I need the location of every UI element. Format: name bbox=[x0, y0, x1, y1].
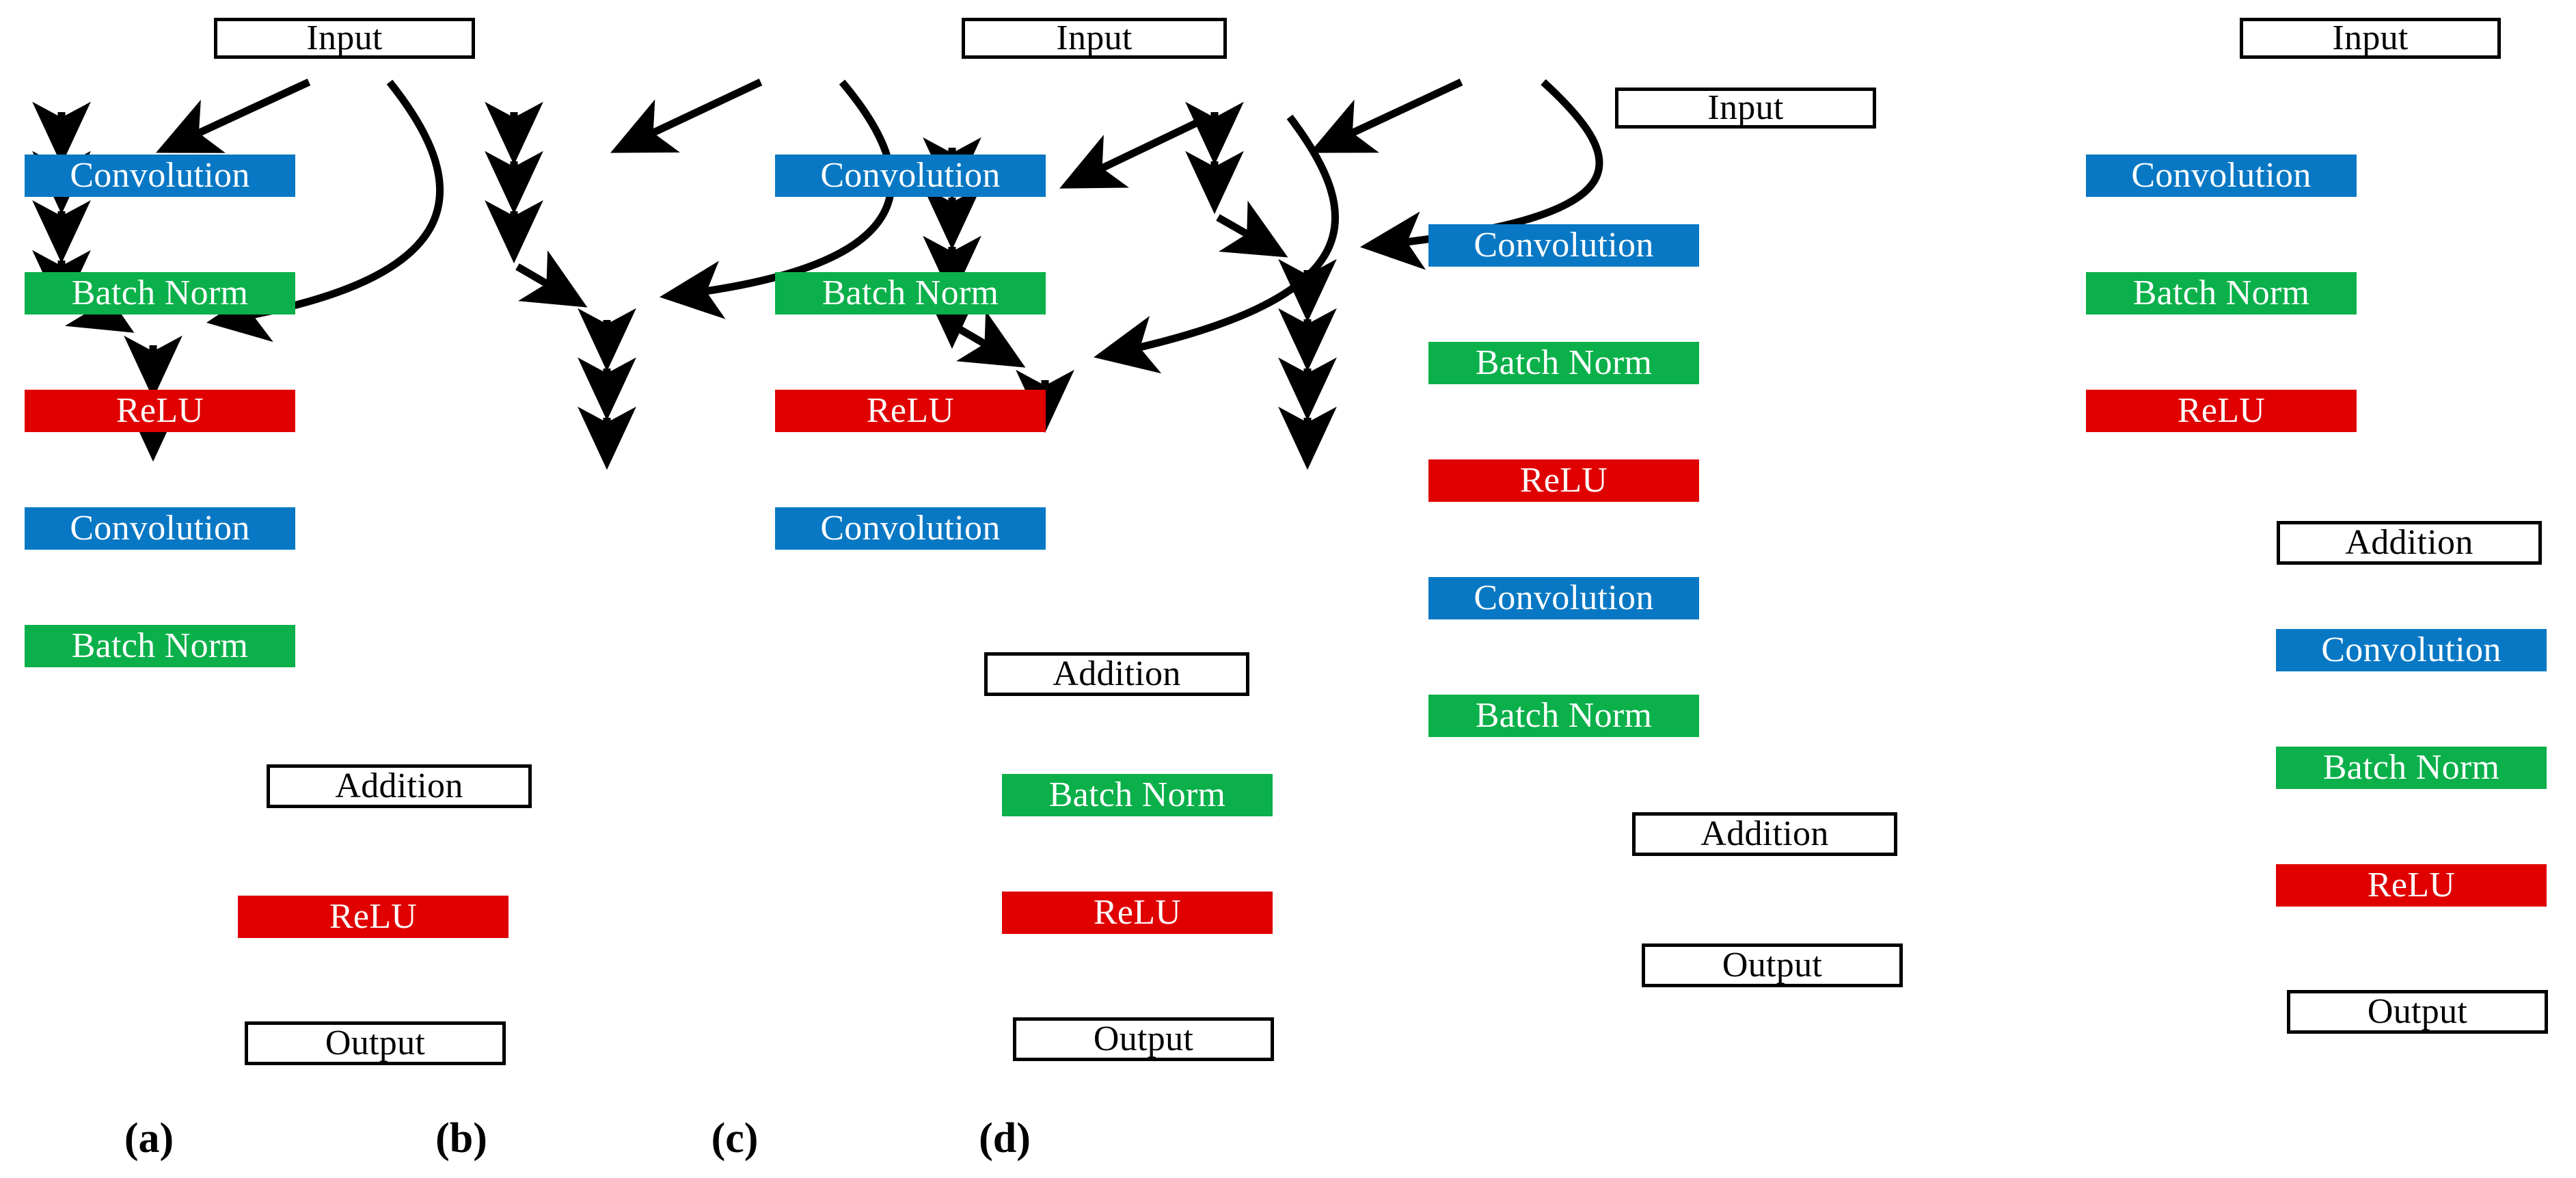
node-c-conv-2[interactable]: Convolution bbox=[1428, 577, 1699, 619]
node-b-relu-2[interactable]: ReLU bbox=[1002, 892, 1273, 934]
node-b-batchnorm-2[interactable]: Batch Norm bbox=[1002, 774, 1273, 816]
node-d-relu-2[interactable]: ReLU bbox=[2276, 864, 2547, 907]
node-b-conv-1[interactable]: Convolution bbox=[775, 155, 1046, 197]
panel-caption-c: (c) bbox=[711, 1115, 759, 1162]
node-b-output[interactable]: Output bbox=[1013, 1017, 1274, 1061]
node-b-batchnorm-1[interactable]: Batch Norm bbox=[775, 272, 1046, 314]
node-d-relu-1[interactable]: ReLU bbox=[2086, 390, 2357, 432]
node-a-conv-2[interactable]: Convolution bbox=[25, 507, 295, 550]
node-b-relu-1[interactable]: ReLU bbox=[775, 390, 1046, 432]
node-b-conv-2[interactable]: Convolution bbox=[775, 507, 1046, 550]
node-a-batchnorm-1[interactable]: Batch Norm bbox=[25, 272, 295, 314]
node-c-conv-1[interactable]: Convolution bbox=[1428, 224, 1699, 267]
node-c-batchnorm-1[interactable]: Batch Norm bbox=[1428, 342, 1699, 384]
node-d-output[interactable]: Output bbox=[2287, 990, 2548, 1034]
node-a-output[interactable]: Output bbox=[245, 1021, 506, 1065]
node-a-relu-1[interactable]: ReLU bbox=[25, 390, 295, 432]
panel-caption-d: (d) bbox=[979, 1115, 1031, 1162]
node-c-batchnorm-2[interactable]: Batch Norm bbox=[1428, 695, 1699, 737]
node-a-conv-1[interactable]: Convolution bbox=[25, 155, 295, 197]
node-d-conv-1[interactable]: Convolution bbox=[2086, 155, 2357, 197]
node-c-relu-1[interactable]: ReLU bbox=[1428, 459, 1699, 502]
node-a-input[interactable]: Input bbox=[214, 18, 475, 59]
node-a-relu-2[interactable]: ReLU bbox=[238, 896, 509, 938]
node-b-addition[interactable]: Addition bbox=[984, 652, 1249, 696]
node-c-addition[interactable]: Addition bbox=[1632, 812, 1897, 856]
node-d-batchnorm-1[interactable]: Batch Norm bbox=[2086, 272, 2357, 314]
node-c-input[interactable]: Input bbox=[1615, 88, 1876, 129]
node-d-addition[interactable]: Addition bbox=[2277, 521, 2542, 565]
node-a-addition[interactable]: Addition bbox=[267, 764, 532, 808]
panel-caption-b: (b) bbox=[435, 1115, 487, 1162]
node-d-conv-2[interactable]: Convolution bbox=[2276, 629, 2547, 671]
node-a-batchnorm-2[interactable]: Batch Norm bbox=[25, 625, 295, 667]
panel-caption-a: (a) bbox=[124, 1115, 174, 1162]
node-d-input[interactable]: Input bbox=[2240, 18, 2501, 59]
node-d-batchnorm-2[interactable]: Batch Norm bbox=[2276, 747, 2547, 789]
node-c-output[interactable]: Output bbox=[1642, 943, 1903, 987]
node-b-input[interactable]: Input bbox=[962, 18, 1227, 59]
